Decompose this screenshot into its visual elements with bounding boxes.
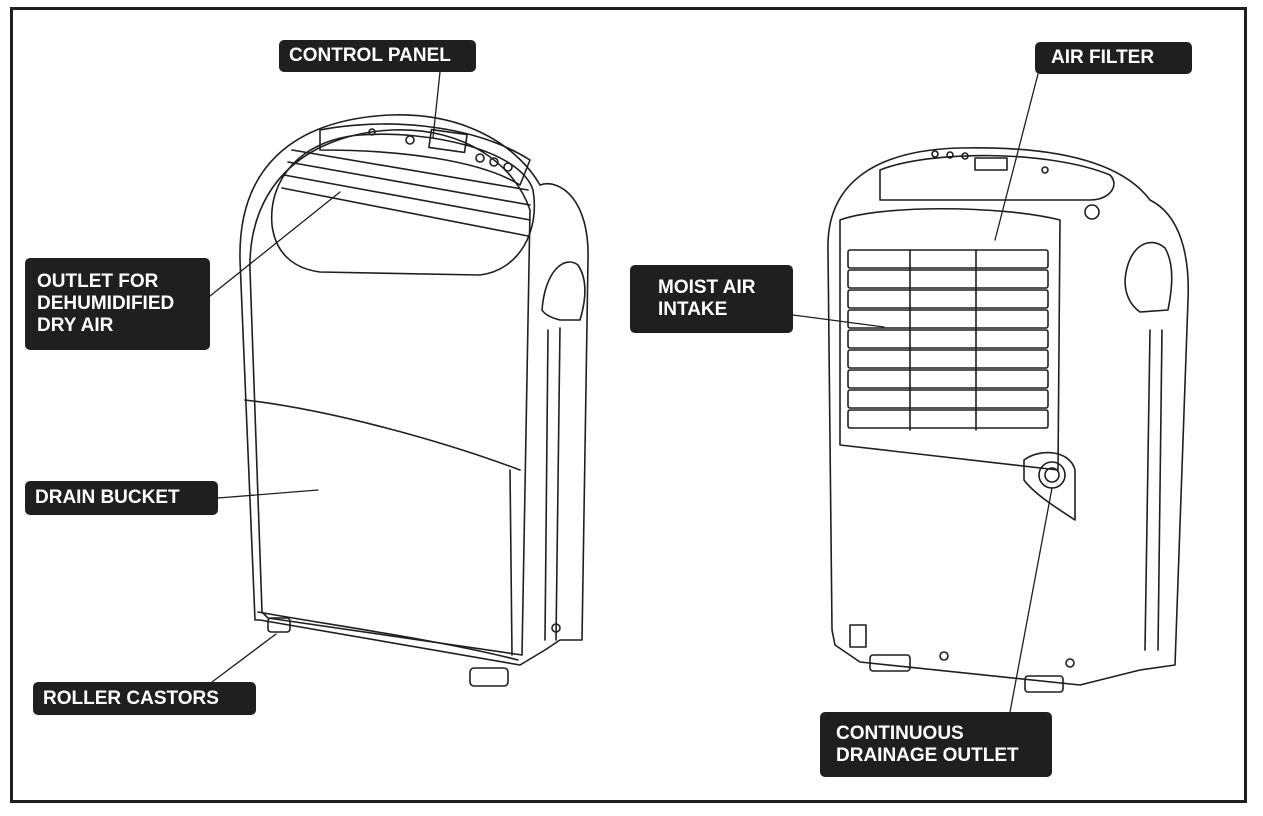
back-drain-clip xyxy=(849,624,867,648)
front-castor-right xyxy=(469,667,509,687)
control-button xyxy=(405,135,415,145)
louvre-4 xyxy=(281,187,529,237)
label-roller-castors: ROLLER CASTORS xyxy=(33,682,256,715)
back-control-display xyxy=(974,157,1008,171)
intake-grille xyxy=(847,249,1049,431)
front-unit xyxy=(239,114,589,687)
back-bottom-screw xyxy=(939,651,949,661)
drain-bucket-top-line xyxy=(244,399,521,471)
back-castor-left xyxy=(869,654,911,672)
leader-outlet xyxy=(209,191,341,297)
outlet-oval xyxy=(270,133,536,276)
drainage-outlet-fitting xyxy=(1023,451,1076,521)
control-button xyxy=(475,153,485,163)
label-control-panel: CONTROL PANEL xyxy=(279,40,476,72)
leader-air-filter xyxy=(994,73,1039,241)
leader-drain-bucket xyxy=(217,489,319,499)
control-button xyxy=(368,128,376,136)
air-filter-panel xyxy=(839,207,1061,471)
back-castor-right xyxy=(1024,675,1064,693)
label-moist-air-intake: MOIST AIR INTAKE xyxy=(630,265,793,333)
label-outlet-dry-air: OUTLET FOR DEHUMIDIFIED DRY AIR xyxy=(25,258,210,350)
leader-roller-castors xyxy=(211,633,277,683)
louvre-1 xyxy=(291,149,529,191)
back-body-outline xyxy=(827,147,1190,686)
control-button xyxy=(503,162,513,172)
diagram-frame xyxy=(10,7,1247,803)
leader-drainage-outlet xyxy=(1009,487,1053,713)
control-panel-surface xyxy=(319,123,531,186)
back-side-rail xyxy=(1144,329,1163,651)
back-control-button xyxy=(961,152,969,160)
front-side-handle xyxy=(541,261,586,321)
louvre-3 xyxy=(283,174,531,221)
back-unit xyxy=(827,147,1190,693)
leader-moist-air xyxy=(792,314,885,328)
leader-lines xyxy=(209,71,1053,713)
control-display xyxy=(428,128,468,154)
back-side-handle xyxy=(1124,241,1173,313)
back-control-button xyxy=(946,151,954,159)
back-control-button xyxy=(931,150,939,158)
front-body-outline xyxy=(239,114,589,666)
drain-bucket-inner-line xyxy=(257,469,519,661)
back-control-button xyxy=(1041,166,1049,174)
label-continuous-drainage-outlet: CONTINUOUS DRAINAGE OUTLET xyxy=(820,712,1052,777)
front-side-screw xyxy=(551,623,561,633)
control-button xyxy=(489,157,499,167)
louvre-2 xyxy=(287,161,531,206)
front-side-rail xyxy=(544,327,561,641)
front-castor-left xyxy=(267,617,291,633)
back-bottom-screw xyxy=(1065,658,1075,668)
label-air-filter: AIR FILTER xyxy=(1035,42,1192,74)
label-drain-bucket: DRAIN BUCKET xyxy=(25,481,218,515)
back-vent-circle xyxy=(1084,204,1100,220)
back-top-cap xyxy=(879,154,1115,201)
leader-control-panel xyxy=(432,71,441,139)
